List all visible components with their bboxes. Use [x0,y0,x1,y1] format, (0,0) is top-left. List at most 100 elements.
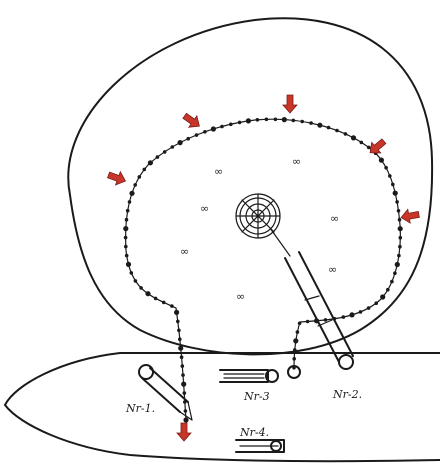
fish-6: ∞ [328,263,337,276]
net-float [309,121,313,125]
net-float [130,271,134,275]
net-float [380,294,385,299]
red-arrow [106,168,128,187]
net-float [128,200,132,204]
net-float [393,191,398,196]
net-float [181,364,185,368]
net-float [178,346,183,351]
net-float [393,271,397,275]
net-float [229,123,233,127]
net-float [126,209,130,213]
fish-3: ∞ [200,202,209,215]
net-float [171,145,175,149]
net-float [183,417,188,422]
net-float [374,301,378,305]
red-arrow [283,95,297,113]
net-float [181,373,185,377]
fish-1: ∞ [214,165,223,178]
net-float [327,126,331,130]
net-float [292,119,296,123]
net-float [397,209,401,213]
net-float [162,301,166,305]
net-float [306,320,310,324]
net-float [181,382,186,387]
net-float [398,226,403,231]
net-float [296,330,300,334]
net-float [220,125,224,129]
net-float [138,175,142,179]
net-float [349,312,354,317]
net-float [124,236,128,240]
net-float [300,120,304,124]
net-float [335,129,339,133]
device-nr4 [236,440,284,452]
net-float [282,117,287,122]
net-float [384,166,388,170]
net-float [184,409,188,413]
net-float [388,174,392,178]
net-float [148,160,153,165]
net-float [134,279,138,283]
net-float [359,310,363,314]
net-float [145,291,150,296]
net-float [195,133,199,137]
net-float [390,280,394,284]
net-float [399,236,403,240]
net-float [163,150,167,154]
net-float [397,254,401,258]
net-float [395,200,399,204]
net-float [298,322,302,326]
label-nr4: Nr-4. [239,426,269,439]
net-float [133,183,137,187]
net-float [386,288,390,292]
fish-4: ∞ [330,212,339,225]
label-nr2: Nr-2. [332,388,362,401]
net-float [154,297,158,301]
net-float [176,320,180,324]
fish-5: ∞ [180,245,189,258]
net-float [238,121,242,125]
net-float [367,306,371,310]
label-nr3: Nr-3 [243,390,270,403]
net-float [139,286,143,290]
net-float [178,140,183,145]
net-float [293,338,298,343]
fish-2: ∞ [292,155,301,168]
net-float [265,118,269,122]
red-arrow [400,208,420,225]
net-float [344,132,348,136]
net-float-line [126,119,401,420]
net-float [203,130,207,134]
net-float [126,262,131,267]
net-float [178,337,182,341]
net-float [256,118,260,122]
net-float [398,245,402,249]
net-float [125,218,129,222]
net-float [398,218,402,222]
net-float [367,146,371,150]
net-float [324,318,328,322]
net-float [143,168,147,172]
red-arrow [181,110,204,132]
net-float [293,348,297,352]
net-float [124,245,128,249]
net-float [292,357,296,361]
red-arrow [177,423,191,441]
net-float [123,226,128,231]
net-float [274,118,278,122]
net-float [391,183,395,187]
net-float [183,391,187,395]
net-float [395,262,400,267]
net-floats [123,117,403,423]
net-bag [236,194,280,238]
net-float [186,137,190,141]
device-nr3 [220,370,278,382]
net-float [360,141,364,145]
label-nr1: Nr-1. [125,402,155,415]
net-float [342,315,346,319]
net-float [317,123,322,128]
net-float [351,135,356,140]
net-float [246,118,251,123]
net-float [170,304,174,308]
